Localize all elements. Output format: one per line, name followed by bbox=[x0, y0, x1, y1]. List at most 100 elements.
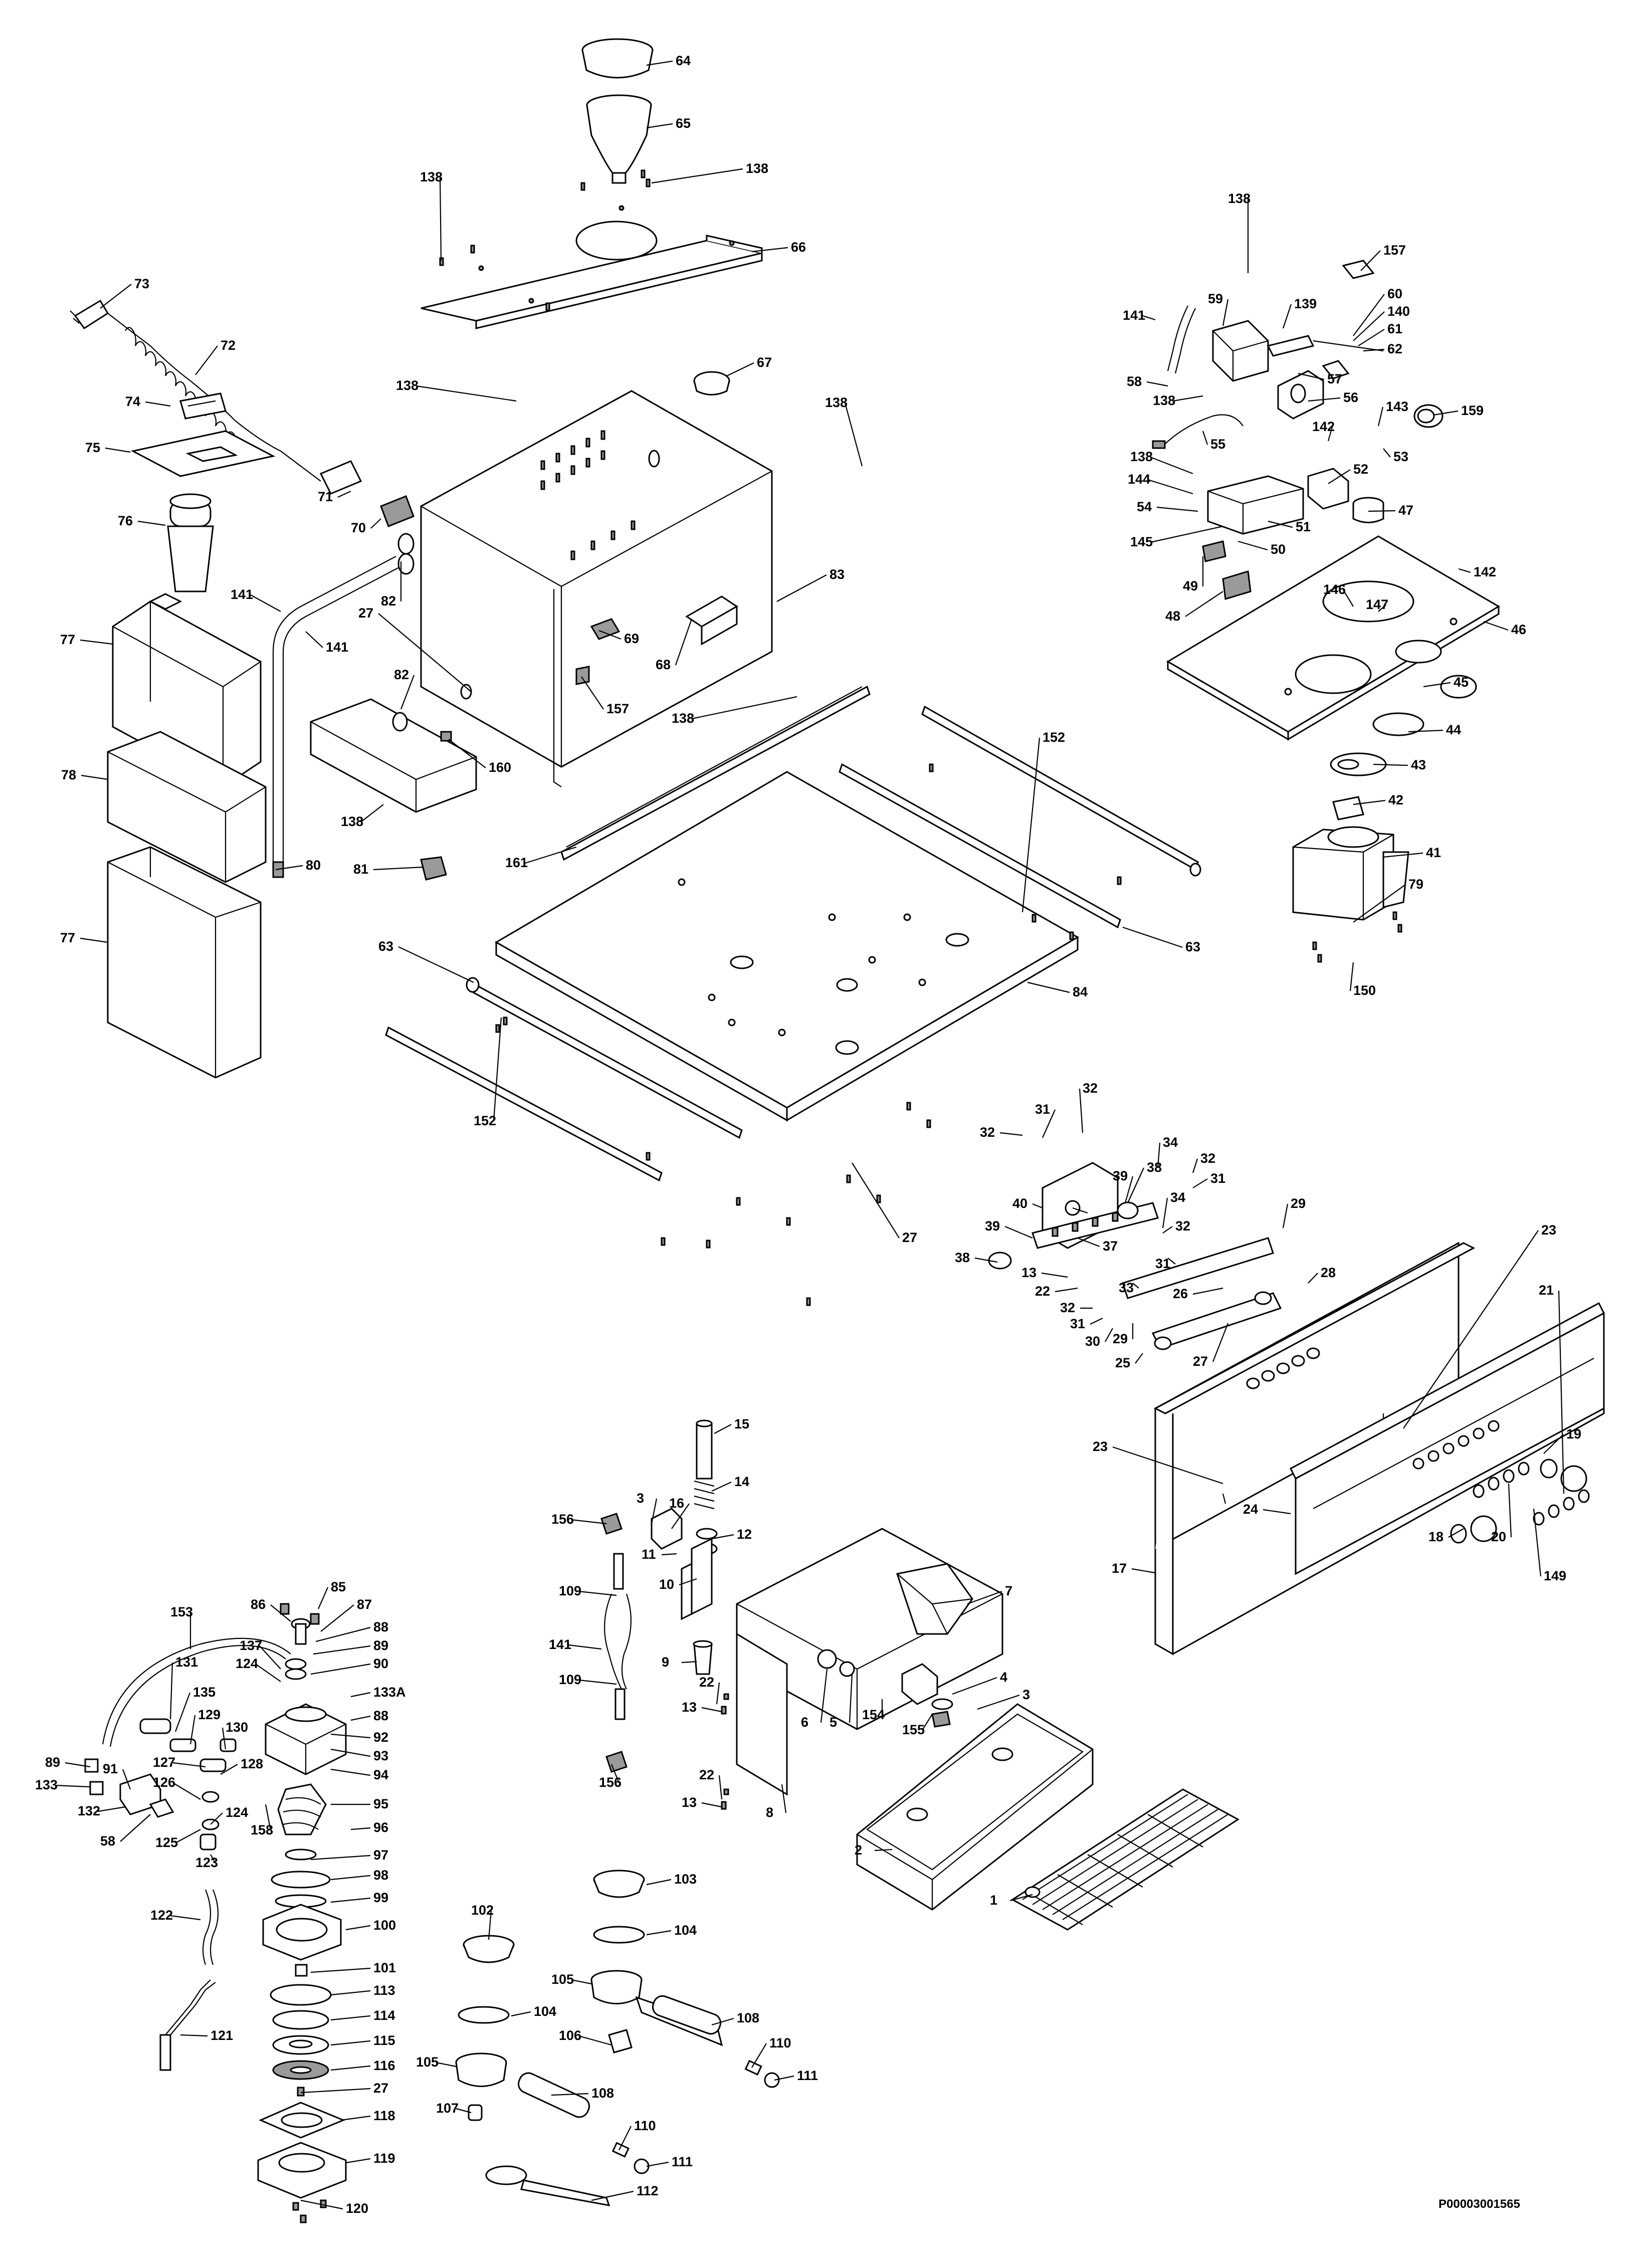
part-number-label: 128 bbox=[241, 1756, 263, 1771]
leader-line bbox=[1298, 372, 1325, 380]
leader-line bbox=[189, 1715, 196, 1745]
leader-line bbox=[751, 247, 788, 253]
leader-line bbox=[1353, 799, 1386, 805]
leader-line bbox=[1185, 591, 1223, 617]
leader-line bbox=[1146, 381, 1168, 387]
leader-line bbox=[439, 177, 442, 261]
leader-line bbox=[1202, 431, 1208, 445]
knob-159-part bbox=[1413, 404, 1443, 428]
leader-line bbox=[578, 2035, 612, 2046]
part-number-label: 37 bbox=[1103, 1239, 1118, 1254]
part-number-label: 118 bbox=[373, 2108, 395, 2123]
part-number-label: 142 bbox=[1312, 419, 1335, 434]
part-number-label: 1 bbox=[990, 1893, 997, 1908]
leader-line bbox=[1021, 737, 1041, 913]
part-number-label: 105 bbox=[551, 1972, 574, 1987]
grinder-plate-46-part bbox=[1166, 535, 1500, 741]
leader-line bbox=[1433, 410, 1459, 416]
part-number-label: 116 bbox=[373, 2058, 395, 2073]
part-number-label: 111 bbox=[797, 2068, 818, 2083]
part-number-label: 25 bbox=[1115, 1355, 1130, 1370]
motor-47-part bbox=[1352, 497, 1384, 523]
leader-line bbox=[259, 1646, 281, 1670]
power-cord-part bbox=[70, 299, 362, 495]
leader-line bbox=[1378, 604, 1386, 612]
cup-holder-7-part bbox=[896, 1563, 973, 1635]
leader-line bbox=[1268, 520, 1293, 528]
part-number-label: 141 bbox=[1123, 308, 1145, 323]
part-number-label: 87 bbox=[357, 1597, 372, 1612]
part-number-label: 56 bbox=[1343, 390, 1358, 405]
fittings-127-135-part bbox=[139, 1718, 237, 1772]
part-number-label: 108 bbox=[737, 2010, 759, 2025]
leader-line bbox=[317, 1587, 329, 1609]
leader-line bbox=[781, 1784, 787, 1813]
leader-line bbox=[1156, 506, 1198, 512]
leader-line bbox=[646, 1879, 672, 1886]
leader-line bbox=[330, 2040, 371, 2046]
part-number-label: 70 bbox=[351, 520, 366, 535]
part-number-label: 34 bbox=[1163, 1135, 1178, 1150]
part-number-label: 159 bbox=[1461, 403, 1484, 418]
leader-line bbox=[80, 639, 113, 645]
part-number-label: 82 bbox=[381, 593, 396, 608]
leader-line bbox=[1132, 1283, 1139, 1289]
part-number-label: 85 bbox=[331, 1579, 346, 1594]
part-number-label: 18 bbox=[1428, 1529, 1443, 1544]
leader-line bbox=[310, 1855, 371, 1861]
bracket-69-part bbox=[590, 618, 621, 640]
part-number-label: 61 bbox=[1387, 321, 1402, 336]
part-number-label: 131 bbox=[175, 1655, 198, 1670]
part-number-label: 72 bbox=[221, 338, 236, 353]
part-number-label: 38 bbox=[1147, 1160, 1162, 1175]
part-number-label: 22 bbox=[699, 1767, 714, 1782]
leader-line bbox=[701, 1802, 722, 1808]
part-number-label: 13 bbox=[682, 1795, 697, 1810]
part-number-label: 125 bbox=[155, 1835, 178, 1850]
part-number-label: 64 bbox=[676, 53, 691, 68]
grommets-82-part bbox=[392, 533, 415, 732]
leader-line bbox=[137, 520, 166, 526]
leader-line bbox=[345, 2158, 371, 2164]
leader-line bbox=[345, 1925, 371, 1931]
part-number-label: 141 bbox=[549, 1637, 571, 1652]
leader-line bbox=[1358, 329, 1385, 346]
leader-line bbox=[315, 1626, 371, 1642]
leader-line bbox=[330, 1897, 371, 1903]
filter-holder-105-bottom-part bbox=[455, 2052, 590, 2121]
leader-line bbox=[1079, 1088, 1084, 1133]
clip-157-part bbox=[575, 666, 590, 685]
leader-line bbox=[852, 1162, 900, 1239]
leader-line bbox=[416, 385, 517, 402]
leader-line bbox=[661, 1553, 677, 1556]
bracket-68-part bbox=[685, 595, 738, 646]
leader-line bbox=[618, 2126, 632, 2151]
leader-line bbox=[1077, 1237, 1100, 1248]
part-number-label: 100 bbox=[373, 1918, 396, 1933]
part-number-label: 16 bbox=[669, 1496, 684, 1511]
float-76-part bbox=[167, 493, 214, 592]
leader-line bbox=[874, 1848, 893, 1852]
part-number-label: 157 bbox=[1383, 243, 1406, 258]
part-number-label: 133 bbox=[35, 1777, 58, 1792]
part-number-label: 77 bbox=[60, 930, 75, 945]
part-number-label: 109 bbox=[559, 1672, 581, 1687]
leader-line bbox=[1308, 397, 1341, 402]
leader-line bbox=[400, 675, 415, 710]
leader-line bbox=[591, 2190, 634, 2201]
leader-line bbox=[195, 345, 218, 375]
leader-line bbox=[320, 1604, 354, 1632]
leader-line bbox=[488, 1910, 492, 1940]
part-number-label: 138 bbox=[825, 395, 848, 410]
part-number-label: 31 bbox=[1035, 1102, 1050, 1117]
part-number-label: 137 bbox=[240, 1638, 262, 1653]
screws-79-150 bbox=[1312, 911, 1402, 963]
leader-line bbox=[1353, 294, 1385, 336]
part-number-label: 111 bbox=[672, 2154, 693, 2169]
leader-line bbox=[250, 594, 281, 612]
part-number-label: 23 bbox=[1093, 1439, 1108, 1454]
leader-line bbox=[849, 1674, 853, 1723]
part-number-label: 143 bbox=[1386, 399, 1408, 414]
part-number-label: 13 bbox=[1021, 1265, 1037, 1280]
leader-line bbox=[1349, 962, 1354, 991]
